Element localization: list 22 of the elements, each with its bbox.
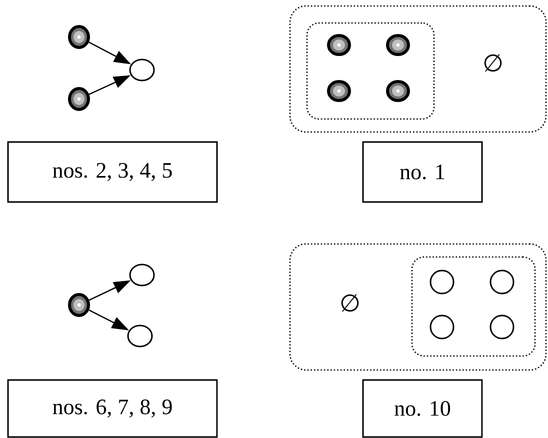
- open-circle: [127, 324, 153, 348]
- shaded-circle: [386, 80, 410, 102]
- open-circle: [129, 264, 155, 286]
- label-box: nos. 2, 3, 4, 5: [7, 141, 218, 203]
- dotted-outline: [306, 22, 435, 120]
- open-circle: [430, 270, 454, 294]
- open-circle: [430, 314, 454, 340]
- label-box: no. 10: [362, 379, 483, 438]
- shaded-circle: [68, 87, 90, 111]
- shaded-circle: [327, 80, 351, 102]
- shaded-circle: [68, 293, 90, 317]
- label-box: no. 1: [362, 141, 483, 203]
- shaded-circle: [68, 25, 90, 49]
- shaded-circle: [386, 34, 410, 56]
- empty-set-symbol: ∅: [341, 294, 359, 312]
- open-circle: [490, 270, 514, 294]
- shaded-circle: [327, 34, 351, 56]
- open-circle: [490, 314, 514, 340]
- empty-set-symbol: ∅: [484, 54, 502, 72]
- label-box: nos. 6, 7, 8, 9: [7, 379, 218, 438]
- dotted-outline: [411, 256, 536, 357]
- open-circle: [129, 58, 155, 82]
